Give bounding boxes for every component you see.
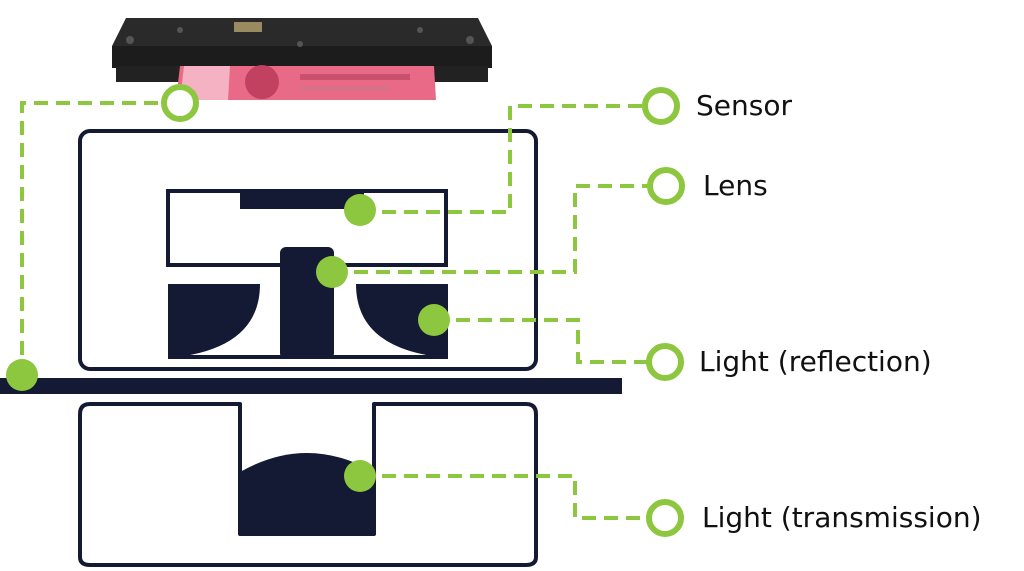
sensor-ring — [642, 87, 680, 125]
transmission-point — [344, 460, 376, 492]
lens-point — [316, 256, 348, 288]
light-reflection-label: Light (reflection) — [699, 345, 932, 378]
reflection-light-right — [356, 284, 448, 358]
sensor-device — [112, 18, 492, 82]
transmission-light — [240, 453, 374, 534]
light-transmission-ring — [646, 499, 684, 537]
sensor-point — [344, 194, 376, 226]
callout-lines — [20, 101, 650, 520]
reflection-point — [418, 304, 450, 336]
lens-connector — [332, 184, 650, 274]
product-photo — [112, 18, 492, 100]
reflection-light-left — [168, 284, 260, 358]
transmission-unit — [78, 402, 538, 567]
reflection-housing — [78, 129, 538, 371]
sensor-element — [240, 191, 364, 209]
light-transmission-connector — [360, 474, 648, 520]
lens-ring — [647, 167, 685, 205]
reflection-unit — [78, 129, 538, 371]
sensor-label: Sensor — [696, 89, 792, 122]
callout-points — [6, 194, 450, 492]
lens-label: Lens — [703, 169, 768, 202]
document-path — [0, 378, 622, 394]
light-reflection-ring — [646, 343, 684, 381]
light-transmission-label: Light (transmission) — [702, 501, 982, 534]
document-point — [6, 359, 38, 391]
transmission-housing — [78, 402, 538, 567]
banknote — [176, 65, 436, 100]
light-reflection-connector — [434, 318, 648, 364]
callout-rings — [161, 84, 685, 537]
banknote-ring — [161, 84, 199, 122]
sensor-connector — [360, 104, 645, 214]
banknote-connector — [20, 101, 180, 375]
